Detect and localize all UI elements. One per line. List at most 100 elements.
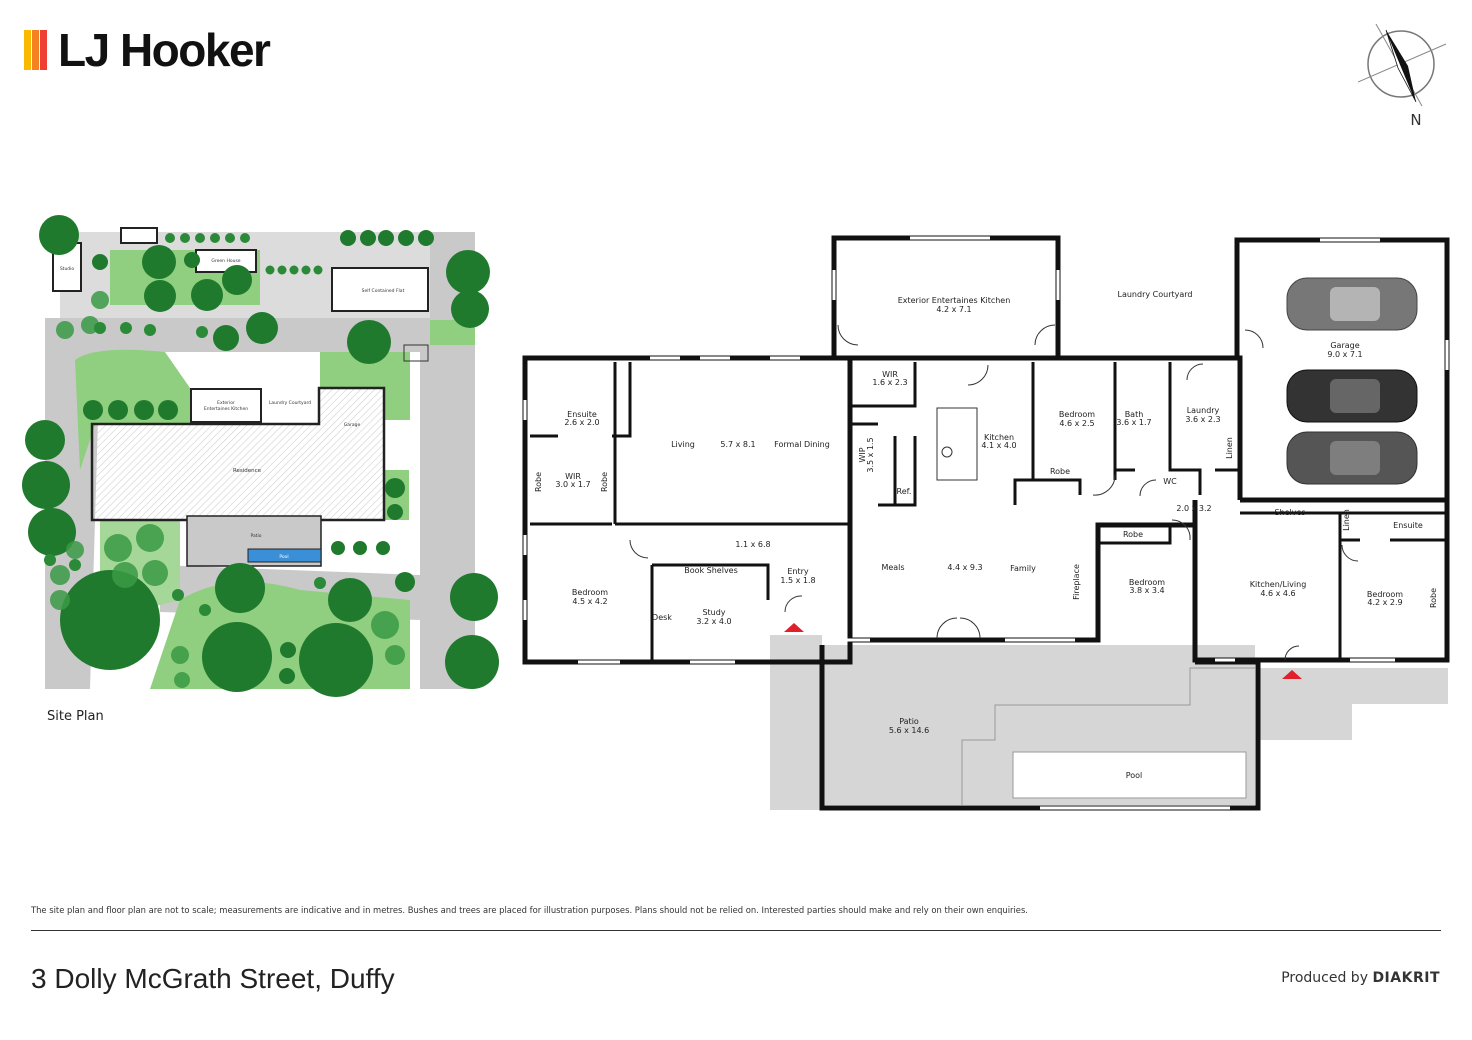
logo-bar-orange bbox=[32, 30, 39, 70]
disclaimer-text: The site plan and floor plan are not to … bbox=[31, 905, 1028, 915]
site-hedge bbox=[44, 233, 326, 616]
room-bedroom2-size: 4.6 x 2.5 bbox=[1059, 419, 1094, 428]
site-trees bbox=[22, 215, 499, 697]
fp-pool bbox=[1012, 751, 1247, 799]
fp-patio-steps bbox=[961, 667, 1255, 805]
room-robe-left: Robe bbox=[534, 472, 543, 492]
entry-marker-icon bbox=[1282, 670, 1302, 679]
lj-hooker-logo: LJ Hooker bbox=[24, 22, 271, 78]
room-linen1: Linen bbox=[1225, 437, 1234, 459]
room-kitchen-living-size: 4.6 x 4.6 bbox=[1260, 589, 1295, 598]
room-robe-bed2: Robe bbox=[1050, 467, 1070, 476]
room-robe-bed3: Robe bbox=[1123, 530, 1143, 539]
room-fireplace: Fireplace bbox=[1072, 564, 1081, 600]
room-ensuite1-name: Ensuite bbox=[567, 410, 597, 419]
room-laundry-courtyard-name: Laundry Courtyard bbox=[1118, 290, 1193, 299]
site-plan-label: Site Plan bbox=[47, 709, 104, 724]
site-pool bbox=[247, 548, 322, 563]
room-bedroom1-name: Bedroom bbox=[572, 588, 608, 597]
room-bedroom3-size: 3.8 x 3.4 bbox=[1129, 586, 1164, 595]
room-laundry-size: 3.6 x 2.3 bbox=[1185, 415, 1220, 424]
room-study-size: 3.2 x 4.0 bbox=[696, 617, 731, 626]
property-address: 3 Dolly McGrath Street, Duffy bbox=[31, 963, 395, 994]
room-bedroom4-name: Bedroom bbox=[1367, 590, 1403, 599]
fp-kitchen-island bbox=[936, 407, 978, 481]
fp-interior-walls bbox=[530, 362, 1447, 660]
room-shelves: Shelves bbox=[1274, 508, 1305, 517]
room-entry-name: Entry bbox=[787, 567, 809, 576]
room-family-name: Family bbox=[1010, 564, 1036, 573]
fp-cars bbox=[1286, 277, 1418, 485]
logo-bar-red bbox=[40, 30, 47, 70]
room-living-size: 5.7 x 8.1 bbox=[720, 440, 755, 449]
room-study-name: Study bbox=[702, 608, 725, 617]
room-wir1-name: WIR bbox=[882, 370, 898, 379]
site-patio-label: Patio bbox=[250, 533, 261, 539]
room-pool-name: Pool bbox=[1126, 771, 1143, 780]
site-studio-label: Studio bbox=[60, 266, 75, 272]
fp-doors bbox=[629, 324, 1359, 661]
room-entry-size: 1.5 x 1.8 bbox=[780, 576, 815, 585]
room-wir2-size: 3.0 x 1.7 bbox=[555, 480, 590, 489]
room-bedroom3-name: Bedroom bbox=[1129, 578, 1165, 587]
room-book-shelves: Book Shelves bbox=[684, 566, 738, 575]
room-kitchen-name: Kitchen bbox=[984, 433, 1014, 442]
footer-divider bbox=[31, 930, 1441, 931]
room-bedroom2-name: Bedroom bbox=[1059, 410, 1095, 419]
logo-wordmark: LJ Hooker bbox=[58, 24, 271, 76]
room-wip-name: WIP bbox=[858, 447, 867, 462]
room-living-name: Living bbox=[671, 440, 695, 449]
room-family-size: 4.4 x 9.3 bbox=[947, 563, 982, 572]
entry-marker-icon bbox=[784, 623, 804, 632]
site-plan: Studio Green House Self Contained Flat E… bbox=[22, 215, 499, 697]
room-bath-name: Bath bbox=[1125, 410, 1144, 419]
site-shed bbox=[120, 227, 158, 244]
room-wir1-size: 1.6 x 2.3 bbox=[872, 378, 907, 387]
site-residence-label: Residence bbox=[233, 468, 262, 474]
room-desk: Desk bbox=[652, 613, 672, 622]
fp-sink-icon bbox=[941, 446, 953, 458]
room-laundry-name: Laundry bbox=[1187, 406, 1220, 415]
site-flat-label: Self Contained Flat bbox=[362, 288, 405, 294]
room-hall-size: 1.1 x 6.8 bbox=[735, 540, 770, 549]
room-ensuite2-name: Ensuite bbox=[1393, 521, 1423, 530]
room-ref: Ref. bbox=[897, 487, 912, 496]
site-garage-label: Garage bbox=[344, 422, 361, 428]
site-exterior-kitchen bbox=[190, 388, 262, 423]
room-robe-bed4: Robe bbox=[1429, 588, 1438, 608]
site-self-contained-flat bbox=[331, 267, 429, 312]
compass-north-label: N bbox=[1410, 111, 1421, 129]
room-ensuite1-size: 2.6 x 2.0 bbox=[564, 418, 599, 427]
room-bath-size: 3.6 x 1.7 bbox=[1116, 418, 1151, 427]
room-kitchen-size: 4.1 x 4.0 bbox=[981, 441, 1016, 450]
room-ext-kitchen-size: 4.2 x 7.1 bbox=[936, 305, 971, 314]
room-hall-right-size: 2.0 x 3.2 bbox=[1176, 504, 1211, 513]
credit-prefix: Produced by bbox=[1281, 970, 1368, 986]
floor-plan: Exterior Entertaines Kitchen 4.2 x 7.1 L… bbox=[522, 235, 1450, 811]
room-meals-name: Meals bbox=[881, 563, 904, 572]
fp-windows bbox=[523, 236, 1449, 810]
room-wir2-name: WIR bbox=[565, 472, 581, 481]
room-bedroom1-size: 4.5 x 4.2 bbox=[572, 597, 607, 606]
site-residence bbox=[90, 386, 386, 522]
logo-bars bbox=[24, 30, 48, 70]
site-laundry-courtyard-label: Laundry Courtyard bbox=[269, 400, 311, 406]
site-ext-kitchen-label-1: Exterior bbox=[217, 400, 235, 406]
site-pool-label: Pool bbox=[279, 554, 288, 560]
credit-brand: DIAKRIT bbox=[1372, 970, 1440, 986]
logo-bar-yellow bbox=[24, 30, 31, 70]
room-garage-size: 9.0 x 7.1 bbox=[1327, 350, 1362, 359]
room-patio-name: Patio bbox=[899, 717, 919, 726]
room-wip-size: 3.5 x 1.5 bbox=[866, 437, 875, 472]
room-patio-size: 5.6 x 14.6 bbox=[889, 726, 929, 735]
room-robe-mid: Robe bbox=[600, 472, 609, 492]
room-ext-kitchen-name: Exterior Entertaines Kitchen bbox=[898, 296, 1011, 305]
produced-by-credit: Produced by DIAKRIT bbox=[1281, 970, 1440, 986]
room-bedroom4-size: 4.2 x 2.9 bbox=[1367, 598, 1402, 607]
room-wc: WC bbox=[1163, 477, 1177, 486]
site-green-house-label: Green House bbox=[211, 258, 240, 264]
site-lawn-1 bbox=[75, 349, 190, 470]
room-linen2: Linen bbox=[1342, 509, 1351, 531]
site-ext-kitchen-label-2: Entertaines Kitchen bbox=[204, 406, 248, 412]
room-garage-name: Garage bbox=[1330, 341, 1359, 350]
